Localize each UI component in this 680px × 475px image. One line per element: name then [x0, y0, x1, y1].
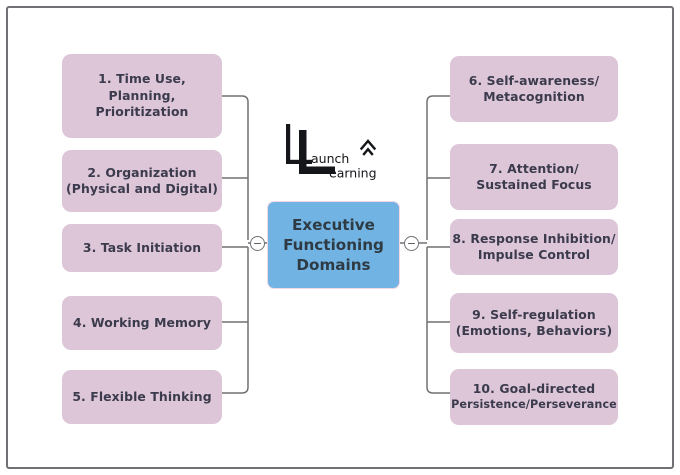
node-line: 4. Working Memory	[72, 314, 212, 330]
node-organization[interactable]: 2. Organization (Physical and Digital)	[62, 150, 222, 212]
node-line: 7. Attention/	[489, 160, 579, 176]
node-goal-directed-persistence[interactable]: 10. Goal-directed Persistence/Perseveran…	[450, 369, 618, 425]
center-node-line: Domains	[296, 256, 371, 275]
logo-text-line2: earning	[329, 166, 377, 181]
node-self-regulation[interactable]: 9. Self-regulation (Emotions, Behaviors)	[450, 293, 618, 353]
node-line: Impulse Control	[477, 247, 591, 262]
node-line: Persistence/Perseverance	[451, 397, 617, 411]
node-response-inhibition-impulse-control[interactable]: 8. Response Inhibition/ Impulse Control	[450, 219, 618, 275]
collapse-toggle-left-branch[interactable]	[250, 236, 265, 251]
center-node-executive-functioning-domains[interactable]: Executive Functioning Domains	[267, 201, 400, 289]
node-time-use-planning-prioritization[interactable]: 1. Time Use, Planning, Prioritization	[62, 54, 222, 138]
node-attention-sustained-focus[interactable]: 7. Attention/ Sustained Focus	[450, 144, 618, 210]
node-line: 10. Goal-directed	[472, 381, 596, 397]
node-working-memory[interactable]: 4. Working Memory	[62, 296, 222, 350]
node-line: Sustained Focus	[476, 177, 592, 192]
node-flexible-thinking[interactable]: 5. Flexible Thinking	[62, 370, 222, 424]
node-task-initiation[interactable]: 3. Task Initiation	[62, 224, 222, 272]
launch-learning-logo: aunch earning	[281, 119, 385, 185]
node-line: 1. Time Use,	[98, 71, 186, 87]
center-node-line: Functioning	[283, 235, 384, 254]
minus-icon	[254, 242, 261, 245]
node-self-awareness-metacognition[interactable]: 6. Self-awareness/ Metacognition	[450, 56, 618, 122]
node-line: Prioritization	[95, 104, 189, 120]
node-line: Planning,	[108, 87, 176, 103]
node-line: 5. Flexible Thinking	[72, 388, 212, 404]
node-line: Metacognition	[483, 89, 585, 104]
node-line: (Physical and Digital)	[66, 181, 218, 196]
center-node-line: Executive	[292, 215, 375, 234]
logo-text-line1: aunch	[311, 151, 349, 166]
node-line: 2. Organization	[87, 164, 197, 180]
node-line: 9. Self-regulation	[472, 306, 596, 322]
node-line: 3. Task Initiation	[82, 239, 202, 255]
node-line: 8. Response Inhibition/	[452, 230, 616, 246]
node-line: 6. Self-awareness/	[468, 72, 600, 88]
minus-icon	[408, 242, 415, 245]
node-line: (Emotions, Behaviors)	[455, 323, 613, 338]
collapse-toggle-right-branch[interactable]	[404, 236, 419, 251]
